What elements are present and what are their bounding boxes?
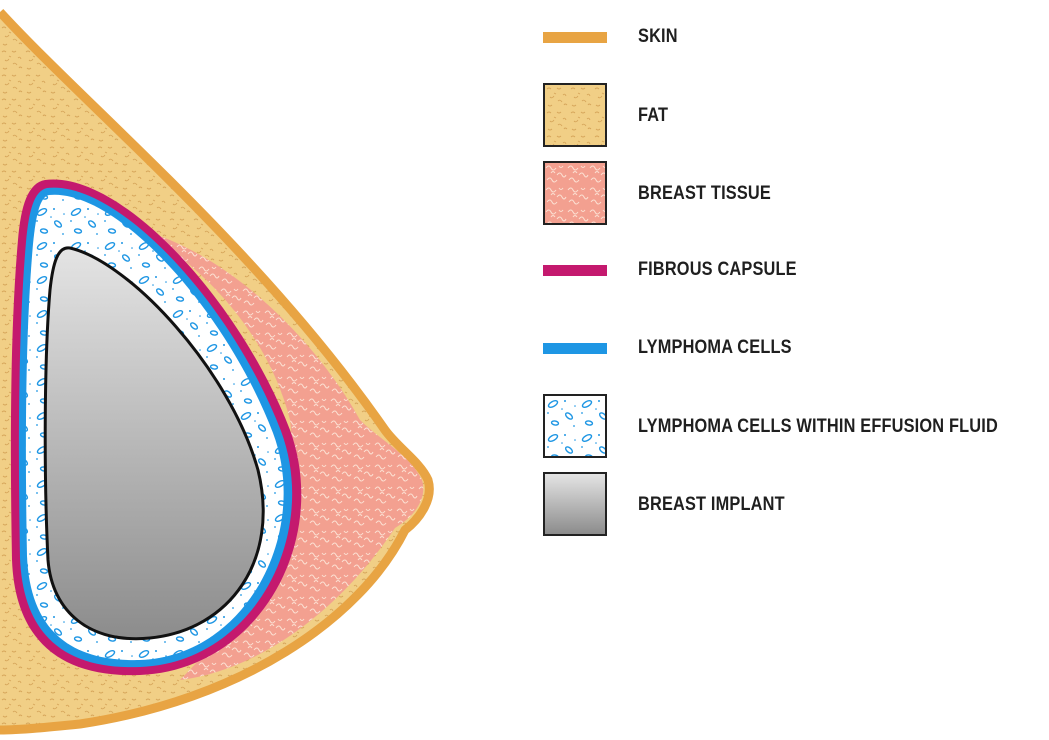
fibrous-capsule-swatch: [543, 265, 607, 276]
legend-item-skin: SKIN: [543, 26, 1049, 50]
legend-label-fat: FAT: [638, 105, 668, 127]
legend-label-fibrous-capsule: FIBROUS CAPSULE: [638, 259, 797, 281]
skin-swatch: [543, 32, 607, 43]
legend-item-breast-tissue: BREAST TISSUE: [543, 161, 1049, 225]
legend-label-skin: SKIN: [638, 26, 678, 48]
legend-label-breast-tissue: BREAST TISSUE: [638, 183, 771, 205]
implant-swatch: [543, 472, 607, 536]
effusion-swatch: [543, 394, 607, 458]
breast-implant-cross-section-diagram: [0, 0, 440, 740]
legend-label-lymphoma-cells: LYMPHOMA CELLS: [638, 337, 792, 359]
legend-item-fat: FAT: [543, 83, 1049, 147]
legend-item-lymphoma-cells: LYMPHOMA CELLS: [543, 337, 1049, 361]
breast-tissue-swatch: [543, 161, 607, 225]
lymphoma-cells-swatch: [543, 343, 607, 354]
legend-label-effusion: LYMPHOMA CELLS WITHIN EFFUSION FLUID: [638, 416, 998, 438]
legend: SKIN FAT BREAST TISSUE FIBROUS CAPSULE L…: [543, 0, 1049, 740]
legend-item-effusion: LYMPHOMA CELLS WITHIN EFFUSION FLUID: [543, 394, 1049, 458]
legend-item-implant: BREAST IMPLANT: [543, 472, 1049, 536]
legend-label-implant: BREAST IMPLANT: [638, 494, 785, 516]
legend-item-fibrous-capsule: FIBROUS CAPSULE: [543, 259, 1049, 283]
fat-swatch: [543, 83, 607, 147]
